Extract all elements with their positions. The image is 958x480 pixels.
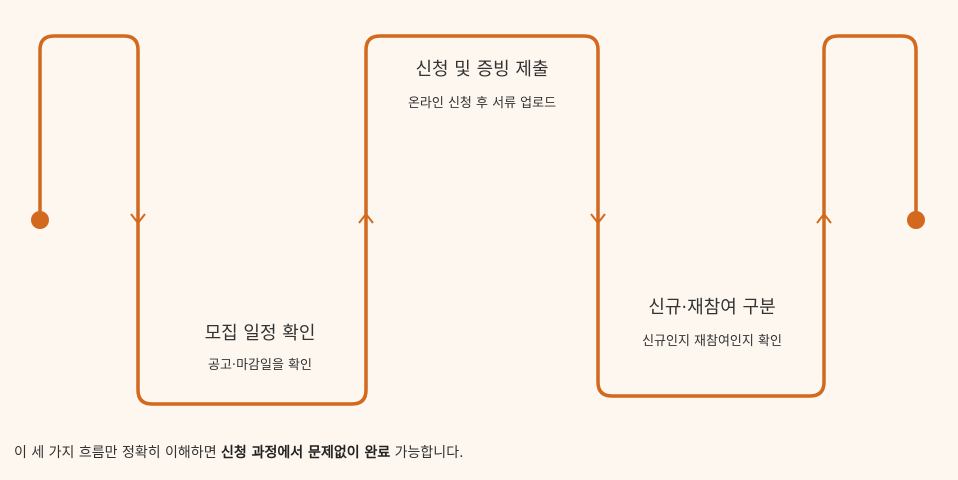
step-application-submit: 신청 및 증빙 제출 온라인 신청 후 서류 업로드 <box>388 58 576 114</box>
step-title: 신청 및 증빙 제출 <box>415 59 549 80</box>
arrow-up-icon <box>358 212 374 224</box>
step-participant-type: 신규·재참여 구분 신규인지 재참여인지 확인 <box>620 296 804 352</box>
step-schedule-check: 모집 일정 확인 공고·마감일을 확인 <box>160 322 360 376</box>
step-title: 모집 일정 확인 <box>204 323 316 344</box>
step-description: 신규인지 재참여인지 확인 <box>642 334 782 349</box>
summary-text-end: 가능합니다. <box>390 445 464 461</box>
arrow-down-icon <box>590 213 606 225</box>
arrow-up-icon <box>816 212 832 224</box>
step-title: 신규·재참여 구분 <box>648 297 776 318</box>
arrow-down-icon <box>130 213 146 225</box>
end-dot <box>907 211 925 229</box>
step-description: 공고·마감일을 확인 <box>208 358 312 373</box>
summary-text: 이 세 가지 흐름만 정확히 이해하면 신청 과정에서 문제없이 완료 가능합니… <box>14 442 464 464</box>
summary-text-start: 이 세 가지 흐름만 정확히 이해하면 <box>14 445 222 461</box>
step-description: 온라인 신청 후 서류 업로드 <box>407 96 557 111</box>
flow-path <box>38 34 918 406</box>
summary-text-emphasis: 신청 과정에서 문제없이 완료 <box>221 445 391 461</box>
start-dot <box>31 211 49 229</box>
